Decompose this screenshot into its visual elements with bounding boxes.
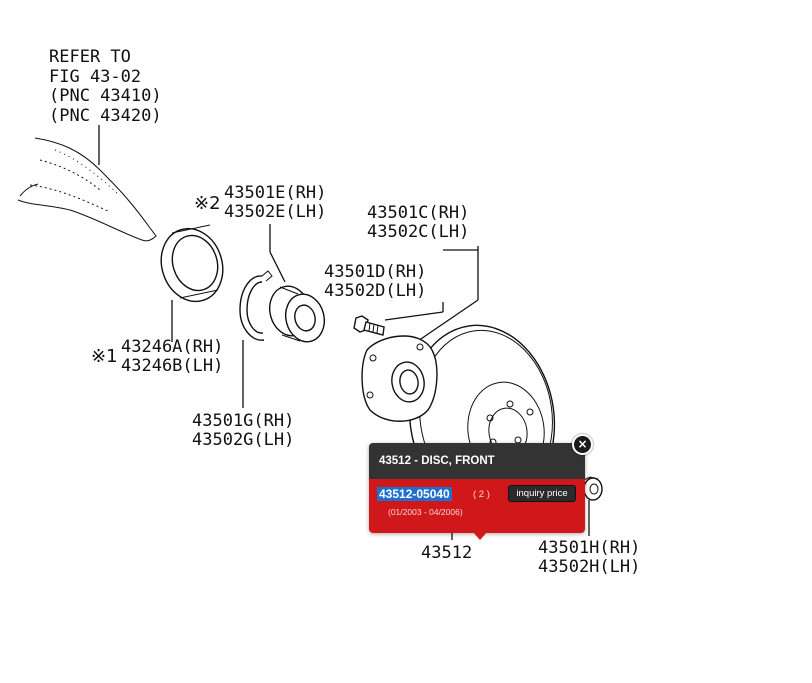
close-icon[interactable]: × [572,434,593,455]
nut-label-lh: 43502H(LH) [538,557,640,577]
hub-label-lh: 43502C(LH) [367,222,469,242]
popup-title: 43512 - DISC, FRONT [369,443,585,479]
nut-label-rh: 43501H(RH) [538,538,640,558]
part-date-range: (01/2003 - 04/2006) [388,507,463,517]
hub-leader-tail [411,299,479,346]
dust-seal-illustration [160,224,224,303]
seal-label-rh: 43501E(RH) [224,183,326,203]
bearing-label-rh: 43246A(RH) [121,337,223,357]
bearing-illustration [268,285,326,343]
drive-shaft-illustration [17,137,157,242]
bearing-label-lh: 43246B(LH) [121,356,223,376]
hub-nut-illustration [583,476,603,501]
hub-label-rh: 43501C(RH) [367,203,469,223]
bearing-mark: ※1 [91,346,118,367]
snap-label-rh: 43501G(RH) [192,411,294,431]
refer-text-line3: (PNC 43410) [49,86,162,106]
bolt-leader-tail [384,311,444,321]
bolt-label-rh: 43501D(RH) [324,262,426,282]
popup-body: 43512-05040 ( 2 ) inquiry price (01/2003… [369,479,585,533]
part-info-popup: 43512 - DISC, FRONT 43512-05040 ( 2 ) in… [369,434,593,540]
seal-mark: ※2 [194,193,221,214]
inquiry-price-button[interactable]: inquiry price [508,485,576,502]
snap-ring-illustration [239,270,273,341]
seal-label-lh: 43502E(LH) [224,202,326,222]
refer-text-line1: REFER TO [49,47,131,67]
part-quantity: ( 2 ) [473,489,490,500]
popup-pointer [473,532,487,540]
refer-text-line4: (PNC 43420) [49,106,162,126]
hub-bolt-illustration [353,315,385,336]
disc-label: 43512 [421,543,472,563]
part-number-link[interactable]: 43512-05040 [377,487,452,501]
refer-text-line2: FIG 43-02 [49,67,141,87]
snap-label-lh: 43502G(LH) [192,430,294,450]
seal-leader-tail [269,251,286,283]
axle-hub-illustration [361,335,438,422]
bolt-label-lh: 43502D(LH) [324,281,426,301]
